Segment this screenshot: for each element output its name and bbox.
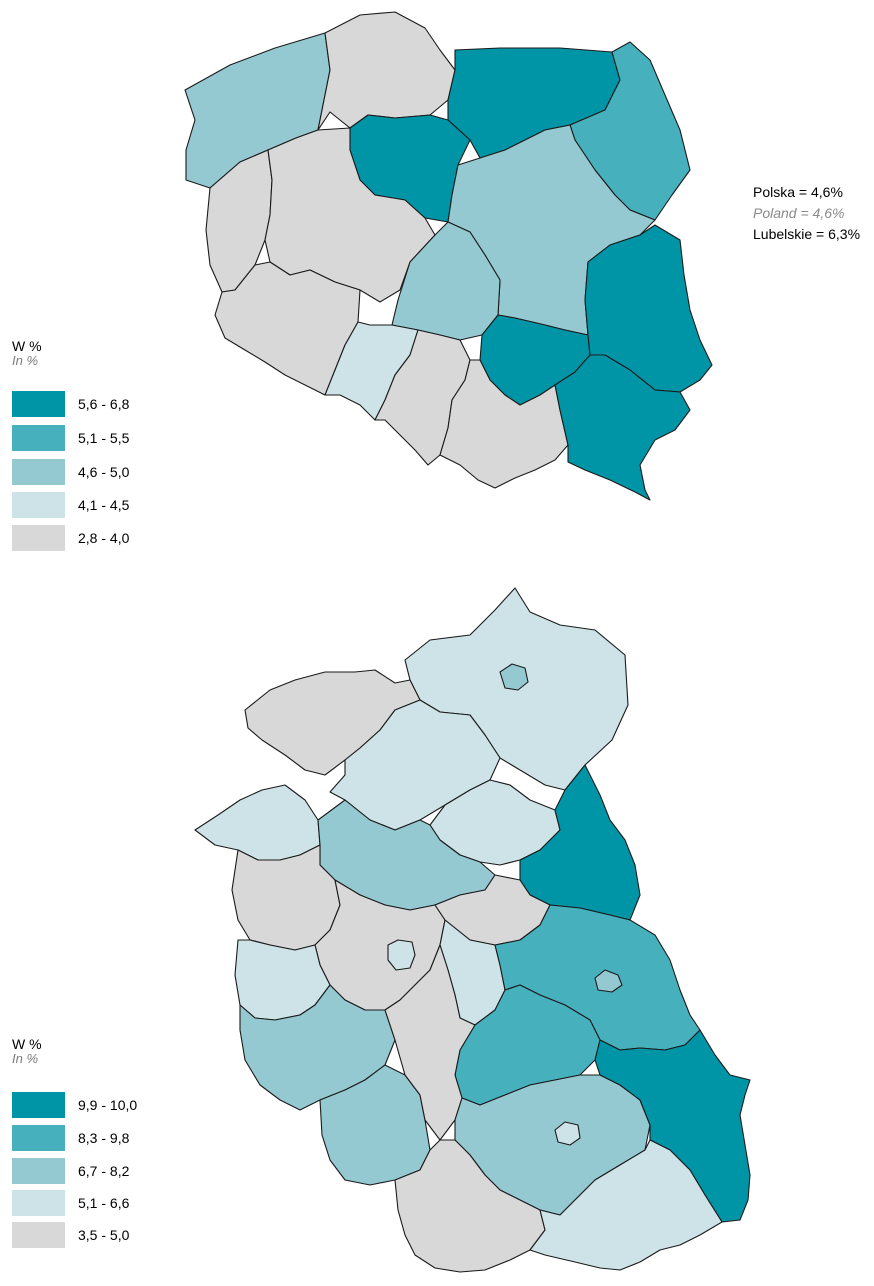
powiat-hrubieszowski — [594, 1029, 751, 1223]
legend-swatch — [12, 1190, 65, 1216]
legend-label: 5,1 - 5,5 — [78, 430, 130, 446]
powiat-southeast-light — [529, 1139, 723, 1271]
poland-voivodeships-map — [184, 11, 713, 501]
powiat-city-north — [499, 663, 529, 691]
powiat-city-zamosc — [554, 1121, 581, 1146]
powiat-city-chelm — [594, 969, 623, 993]
legend-label: 2,8 - 4,0 — [78, 530, 130, 546]
legend-swatch — [12, 492, 65, 518]
legend-title: W % — [12, 1036, 42, 1052]
powiat-west — [194, 784, 321, 861]
legend-label: 3,5 - 5,0 — [78, 1227, 130, 1243]
legend-swatch — [12, 1158, 65, 1184]
powiat-south-central-grey — [384, 944, 476, 1141]
legend-label: 4,6 - 5,0 — [78, 464, 130, 480]
legend-swatch — [12, 425, 65, 451]
region-wielkopolskie — [264, 127, 436, 303]
powiat-city-central — [387, 939, 416, 971]
legend-label: 8,3 - 9,8 — [78, 1130, 130, 1146]
region-slaskie — [374, 329, 471, 466]
national-average-pl: Polska = 4,6% — [753, 184, 843, 200]
legend-title: W % — [12, 338, 42, 354]
legend-swatch — [12, 525, 65, 551]
region-malopolskie — [439, 359, 569, 489]
powiat-west-medium — [239, 984, 396, 1111]
legend-label: 4,1 - 4,5 — [78, 497, 130, 513]
legend-label: 6,7 - 8,2 — [78, 1163, 130, 1179]
legend-subtitle: In % — [12, 353, 39, 368]
legend-label: 5,1 - 6,6 — [78, 1195, 130, 1211]
legend-label: 9,9 - 10,0 — [78, 1097, 138, 1113]
region-podkarpackie — [554, 354, 691, 501]
legend-swatch — [12, 1222, 65, 1248]
legend-swatch — [12, 391, 65, 417]
legend-swatch — [12, 1092, 65, 1118]
national-average-en: Poland = 4,6% — [753, 205, 845, 221]
region-lubelskie — [584, 224, 713, 393]
legend-swatch — [12, 1125, 65, 1151]
legend-subtitle: In % — [12, 1051, 39, 1066]
lubelskie-value: Lubelskie = 6,3% — [753, 226, 861, 242]
region-lubuskie — [205, 149, 273, 293]
legend-label: 5,6 - 6,8 — [78, 396, 130, 412]
legend-swatch — [12, 459, 65, 485]
